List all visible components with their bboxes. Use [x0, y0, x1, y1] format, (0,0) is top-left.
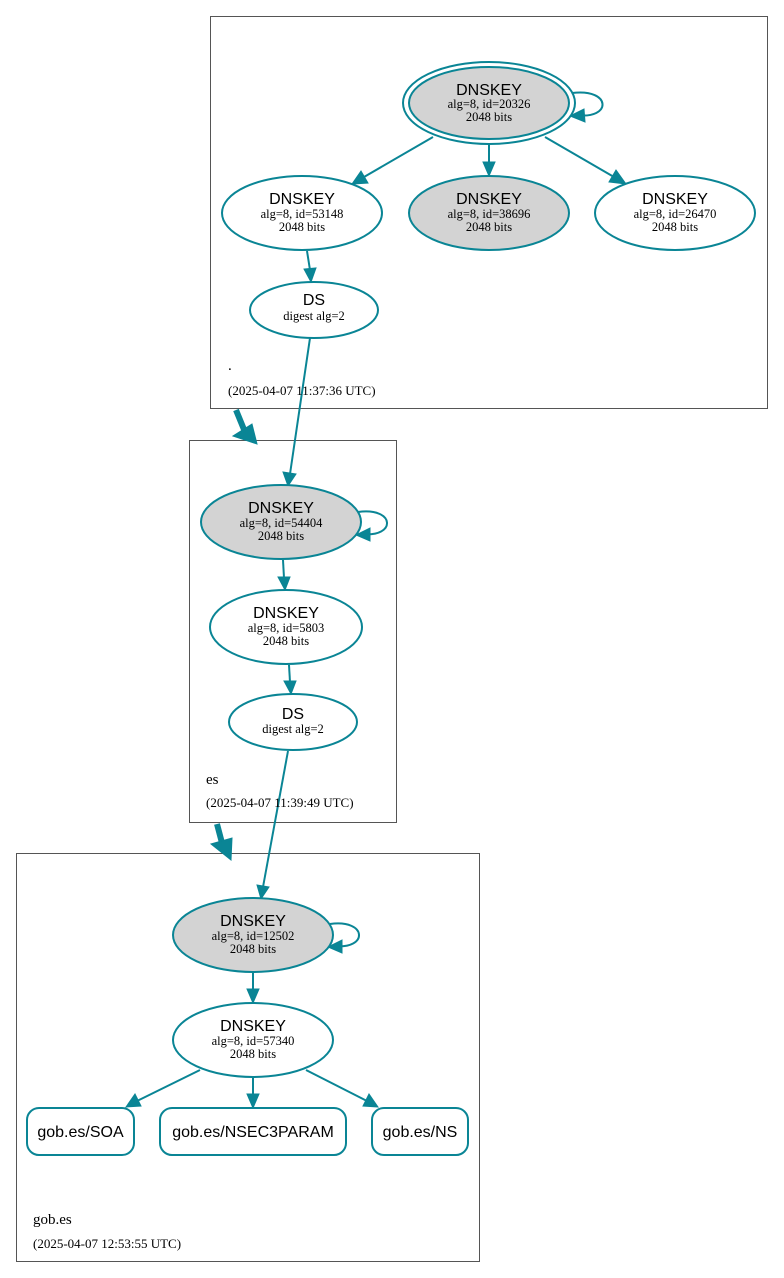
node-root-zsk-53148: DNSKEY alg=8, id=53148 2048 bits: [221, 175, 383, 251]
node-es-ds: DS digest alg=2: [228, 693, 358, 751]
zone-gob-es-name: gob.es: [33, 1212, 72, 1228]
node-type: DNSKEY: [642, 191, 708, 208]
edge-es-zsk-to-ds: [283, 664, 297, 696]
edge-gob-zsk-to-ns: [305, 1069, 380, 1108]
edge-root-ksk-self: [568, 91, 604, 123]
edge-53148-to-ds: [303, 250, 317, 284]
rrset-ns: gob.es/NS: [371, 1107, 469, 1156]
edge-gob-zsk-to-soa: [124, 1069, 201, 1108]
rrset-nsec3param: gob.es/NSEC3PARAM: [159, 1107, 347, 1156]
edge-gob-ksk-to-zsk: [246, 973, 260, 1005]
node-type: DNSKEY: [456, 82, 522, 99]
node-size: 2048 bits: [466, 220, 512, 234]
edge-root-ds-to-es-ksk: [282, 337, 311, 488]
node-size: 2048 bits: [652, 220, 698, 234]
edge-es-ksk-self: [354, 510, 388, 542]
node-details: digest alg=2: [283, 309, 345, 323]
node-details: alg=8, id=53148: [261, 207, 344, 221]
node-details: alg=8, id=54404: [240, 516, 324, 530]
node-es-ksk-54404: DNSKEY alg=8, id=54404 2048 bits: [200, 484, 362, 560]
node-size: 2048 bits: [263, 634, 309, 648]
node-details: digest alg=2: [262, 722, 324, 736]
edge-gob-zsk-to-nsec3param: [246, 1078, 260, 1110]
node-size: 2048 bits: [230, 942, 276, 956]
node-type: DNSKEY: [269, 191, 335, 208]
delegation-arrow-root-es: [231, 408, 258, 445]
node-details: alg=8, id=20326: [448, 97, 531, 111]
node-type: DNSKEY: [248, 500, 314, 517]
node-root-ksk-20326: DNSKEY alg=8, id=20326 2048 bits: [402, 61, 576, 145]
rrset-soa: gob.es/SOA: [26, 1107, 135, 1156]
node-type: DNSKEY: [456, 191, 522, 208]
node-details: alg=8, id=57340: [212, 1034, 295, 1048]
edge-gob-ksk-self: [326, 922, 360, 954]
zone-root-timestamp: (2025-04-07 11:37:36 UTC): [228, 383, 376, 398]
node-details: alg=8, id=26470: [634, 207, 717, 221]
node-type: DS: [282, 706, 304, 723]
node-size: 2048 bits: [230, 1047, 276, 1061]
rrset-soa-label: gob.es/SOA: [37, 1124, 124, 1141]
delegation-arrow-es-gob: [209, 823, 233, 862]
node-details: alg=8, id=38696: [448, 207, 531, 221]
edge-es-ds-to-gob-ksk: [256, 750, 289, 901]
rrset-ns-label: gob.es/NS: [383, 1124, 458, 1141]
zone-gob-es-timestamp: (2025-04-07 12:53:55 UTC): [33, 1236, 181, 1251]
node-type: DS: [303, 292, 325, 309]
node-root-ksk-38696: DNSKEY alg=8, id=38696 2048 bits: [408, 175, 570, 251]
node-size: 2048 bits: [279, 220, 325, 234]
node-gob-ksk-12502: DNSKEY alg=8, id=12502 2048 bits: [172, 897, 334, 973]
node-size: 2048 bits: [466, 110, 512, 124]
node-type: DNSKEY: [220, 913, 286, 930]
zone-es-timestamp: (2025-04-07 11:39:49 UTC): [206, 795, 354, 810]
node-type: DNSKEY: [253, 605, 319, 622]
zone-root-name: .: [228, 358, 232, 374]
node-root-ds: DS digest alg=2: [249, 281, 379, 339]
node-size: 2048 bits: [258, 529, 304, 543]
node-type: DNSKEY: [220, 1018, 286, 1035]
zone-es-name: es: [206, 772, 219, 788]
node-gob-zsk-57340: DNSKEY alg=8, id=57340 2048 bits: [172, 1002, 334, 1078]
node-root-zsk-26470: DNSKEY alg=8, id=26470 2048 bits: [594, 175, 756, 251]
edge-root-ksk-to-26470: [544, 136, 628, 185]
rrset-nsec3param-label: gob.es/NSEC3PARAM: [172, 1124, 334, 1141]
node-details: alg=8, id=5803: [248, 621, 325, 635]
edge-es-ksk-to-zsk: [277, 559, 291, 592]
node-details: alg=8, id=12502: [212, 929, 295, 943]
edge-root-ksk-to-53148: [351, 136, 434, 185]
node-es-zsk-5803: DNSKEY alg=8, id=5803 2048 bits: [209, 589, 363, 665]
edge-root-ksk-to-38696: [482, 145, 496, 178]
